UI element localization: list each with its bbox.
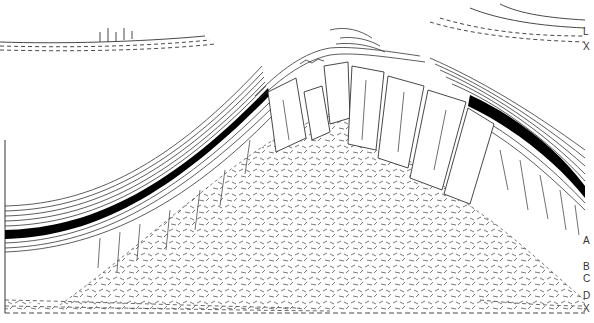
layer-letter: X xyxy=(583,42,590,52)
upper-fragment xyxy=(0,4,585,51)
layer-letter: C xyxy=(583,274,590,284)
layer-letter: B xyxy=(583,262,590,272)
layer-letter: X xyxy=(583,304,590,314)
lower-section xyxy=(5,28,585,313)
layer-letter: A xyxy=(583,236,590,246)
layer-letter: L xyxy=(583,27,589,37)
layer-letter: D xyxy=(583,291,590,301)
